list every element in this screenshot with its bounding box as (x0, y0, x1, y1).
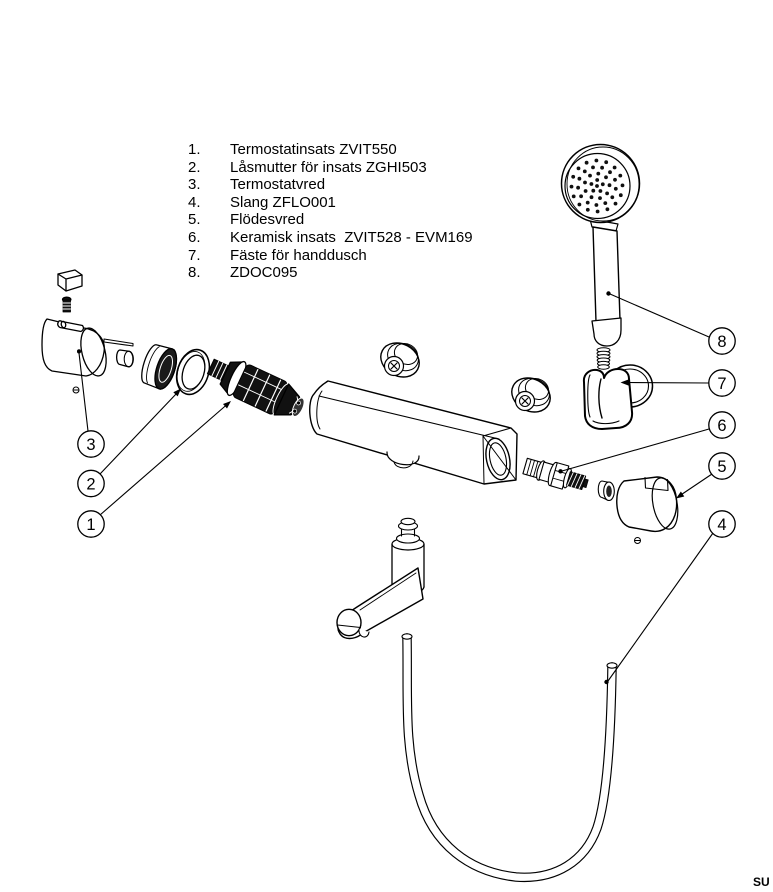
parts-list-item: 5. Flödesvred (188, 211, 473, 229)
part-label: Keramisk insats ZVIT528 - EVM169 (230, 228, 473, 246)
part-number: 4. (188, 193, 201, 211)
callout-2: 2 (77, 469, 105, 498)
leader-lines (77, 291, 714, 685)
leader-line-6 (558, 428, 710, 474)
svg-text:7: 7 (717, 375, 726, 393)
leader-line-3 (77, 349, 89, 432)
hose (401, 633, 618, 883)
parts-list: 1. Termostatinsats ZVIT550 2. Låsmutter fö… (188, 141, 473, 282)
parts-list-item: 3. Termostatvred (188, 176, 473, 194)
callout-3: 3 (77, 430, 105, 458)
shower-head-dots (569, 158, 625, 214)
knob-set-screw (72, 386, 80, 394)
callout-1: 1 (77, 510, 105, 538)
callouts: 3 2 1 8 7 6 5 4 (77, 327, 736, 538)
leader-line-1 (99, 401, 231, 516)
svg-text:8: 8 (717, 333, 726, 351)
svg-text:3: 3 (86, 436, 95, 454)
callout-5: 5 (708, 452, 736, 480)
leader-line-7 (620, 379, 710, 386)
parts-list-item: 2. Låsmutter för insats ZGHI503 (188, 159, 473, 177)
lock-nut-ring (175, 348, 211, 396)
spacer-cylinder (597, 480, 615, 502)
part-label: Låsmutter för insats ZGHI503 (230, 158, 427, 176)
part-label: Fäste för handdusch (230, 246, 367, 264)
flow-knob (616, 476, 679, 533)
spout (336, 517, 425, 640)
part-number: 5. (188, 211, 201, 229)
mixer-body (309, 380, 518, 485)
callout-4: 4 (708, 510, 736, 538)
part-number: 3. (188, 176, 201, 194)
flow-knob-set-screw (634, 537, 641, 544)
part-label: Flödesvred (230, 211, 305, 229)
thermostat-knob (41, 318, 107, 377)
part-number: 8. (188, 264, 201, 282)
part-number: 1. (188, 141, 201, 158)
knob-sleeve (115, 349, 134, 368)
svg-text:1: 1 (86, 516, 95, 534)
leader-line-8 (606, 291, 710, 338)
part-label: ZDOC095 (230, 264, 298, 282)
knob-pin (103, 338, 134, 347)
shower-bracket (582, 364, 654, 430)
part-label: Slang ZFLO001 (230, 193, 336, 211)
watermark: SU (753, 875, 770, 889)
lock-nut-cap (141, 344, 178, 390)
parts-list-item: 1. Termostatinsats ZVIT550 (188, 141, 473, 159)
leader-line-2 (99, 388, 181, 475)
part-label: Termostatinsats ZVIT550 (230, 141, 397, 158)
parts-list-item: 4. Slang ZFLO001 (188, 194, 473, 212)
handshower (560, 143, 641, 370)
part-number: 2. (188, 158, 201, 176)
part-number: 7. (188, 246, 201, 264)
svg-text:4: 4 (717, 516, 726, 534)
svg-text:6: 6 (717, 417, 726, 435)
knob-cap (57, 269, 83, 292)
svg-text:5: 5 (717, 458, 726, 476)
thermostat-cartridge (206, 358, 305, 417)
callout-7: 7 (708, 369, 736, 397)
part-number: 6. (188, 228, 201, 246)
leader-line-4 (604, 532, 714, 685)
svg-text:2: 2 (86, 475, 95, 493)
part-label: Termostatvred (230, 176, 326, 194)
parts-list-item: 7. Fäste för handdusch (188, 247, 473, 265)
shower-thread (596, 347, 611, 370)
callout-6: 6 (708, 411, 736, 439)
ceramic-insert (522, 457, 589, 490)
inlet-fitting-top (380, 342, 420, 378)
leader-line-5 (676, 473, 713, 499)
parts-list-item: 8. ZDOC095 (188, 264, 473, 282)
callout-8: 8 (708, 327, 736, 355)
knob-screw (61, 296, 72, 313)
inlet-fitting-right (511, 377, 551, 413)
parts-list-item: 6. Keramisk insats ZVIT528 - EVM169 (188, 229, 473, 247)
